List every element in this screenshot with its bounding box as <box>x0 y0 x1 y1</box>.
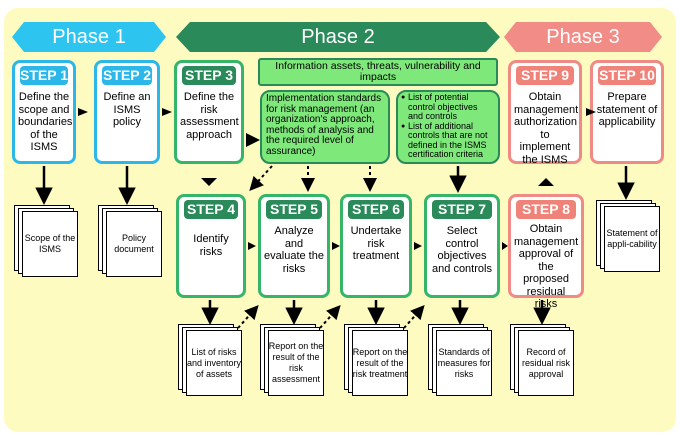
step-6-box: STEP 6 Undertake risk treatment <box>340 194 412 298</box>
phase2-banner: Phase 2 <box>176 22 500 52</box>
step-2-badge: STEP 2 <box>102 66 152 85</box>
document-assessment-report: Report on the result of the risk assessm… <box>260 324 324 396</box>
step-10-box: STEP 10 Prepare statement of applicabili… <box>590 60 664 164</box>
step-1-box: STEP 1 Define the scope and boundaries o… <box>12 60 76 164</box>
step-7-badge: STEP 7 <box>432 200 492 219</box>
step-4-badge: STEP 4 <box>184 200 238 219</box>
step-8-box: STEP 8 Obtain management approval of the… <box>508 194 584 310</box>
document-scope: Scope of the ISMS <box>14 205 78 277</box>
document-risk-list-label: List of risks and inventory of assets <box>186 346 242 379</box>
step-8-badge: STEP 8 <box>516 200 576 219</box>
step-1-badge: STEP 1 <box>20 66 68 85</box>
info-controls-item: List of potential control objectives and… <box>401 92 495 122</box>
phase1-banner: Phase 1 <box>12 22 166 52</box>
step-10-badge: STEP 10 <box>598 66 656 85</box>
step-9-text: Obtain management authorization to imple… <box>514 91 579 166</box>
step-3-text: Define the risk assessment approach <box>180 91 239 141</box>
document-statement-of-applicability: Statement of appli-cability <box>596 200 660 272</box>
phase3-banner: Phase 3 <box>504 22 662 52</box>
document-treatment-report: Report on the result of the risk treatme… <box>344 324 408 396</box>
info-controls-item: List of additional controls that are not… <box>401 121 495 160</box>
info-controls-box: List of potential control objectives and… <box>396 90 500 164</box>
info-assets-text: Information assets, threats, vulnerabili… <box>275 60 481 83</box>
step-1-text: Define the scope and boundaries of the I… <box>18 91 73 153</box>
document-policy: Policy document <box>98 205 162 277</box>
step-9-badge: STEP 9 <box>516 66 574 85</box>
step-9-box: STEP 9 Obtain management authorization t… <box>508 60 582 166</box>
step-4-text: Identify risks <box>193 233 229 258</box>
document-residual-risk-record-label: Record of residual risk approval <box>521 346 570 379</box>
document-treatment-report-label: Report on the result of the risk treatme… <box>352 346 408 379</box>
step-2-box: STEP 2 Define an ISMS policy <box>94 60 160 164</box>
step-3-box: STEP 3 Define the risk assessment approa… <box>174 60 244 164</box>
document-statement-label: Statement of appli-cability <box>606 228 658 249</box>
info-standards-text: Implementation standards for risk manage… <box>266 93 382 157</box>
document-policy-label: Policy document <box>114 233 154 254</box>
document-risk-list: List of risks and inventory of assets <box>178 324 242 396</box>
step-6-text: Undertake risk treatment <box>350 225 402 262</box>
step-5-text: Analyze and evaluate the risks <box>264 225 324 275</box>
document-residual-risk-record: Record of residual risk approval <box>510 324 574 396</box>
step-8-text: Obtain management approval of the propos… <box>514 223 579 310</box>
document-standards: Standards of measures for risks <box>428 324 492 396</box>
info-assets-box: Information assets, threats, vulnerabili… <box>258 58 498 86</box>
step-3-badge: STEP 3 <box>182 66 236 85</box>
info-standards-box: Implementation standards for risk manage… <box>260 90 390 164</box>
step-6-badge: STEP 6 <box>348 200 404 219</box>
step-2-text: Define an ISMS policy <box>103 91 151 128</box>
step-7-text: Select control objectives and controls <box>432 225 492 275</box>
step-5-badge: STEP 5 <box>266 200 322 219</box>
step-7-box: STEP 7 Select control objectives and con… <box>424 194 500 298</box>
step-4-box: STEP 4 Identify risks <box>176 194 246 298</box>
document-scope-label: Scope of the ISMS <box>24 233 76 254</box>
document-assessment-report-label: Report on the result of the risk assessm… <box>268 341 324 384</box>
document-standards-label: Standards of measures for risks <box>437 346 491 379</box>
step-5-box: STEP 5 Analyze and evaluate the risks <box>258 194 330 298</box>
step-10-text: Prepare statement of applicability <box>596 91 658 128</box>
